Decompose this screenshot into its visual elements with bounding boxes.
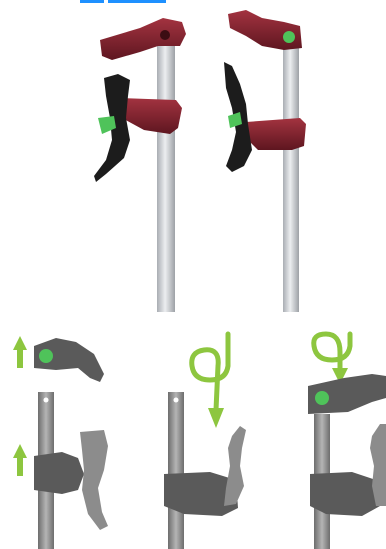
clamp-rail (157, 40, 175, 312)
loop-arrow-down-icon (192, 334, 228, 410)
diagram-step-1 (13, 336, 108, 549)
diagram-step-2 (164, 334, 246, 549)
loop-arrow-down-icon (314, 334, 350, 370)
sliding-jaw (246, 118, 306, 150)
clamp-photo-left (94, 18, 186, 312)
up-arrow-icon (13, 336, 27, 368)
bar-rail (168, 392, 184, 549)
sliding-jaw-diagram (34, 452, 84, 494)
trigger-diagram (80, 430, 108, 530)
up-arrow-icon (13, 444, 27, 476)
jaw-pivot (160, 30, 170, 40)
release-button-green (283, 31, 295, 43)
fixed-jaw (228, 10, 302, 50)
diagram-step-3 (308, 334, 386, 549)
release-button-green (39, 349, 53, 363)
clamp-photo-right (224, 10, 306, 312)
sliding-jaw-diagram (310, 472, 380, 516)
trigger-diagram (224, 426, 246, 506)
clamp-rail (283, 40, 299, 312)
release-button-green (315, 391, 329, 405)
